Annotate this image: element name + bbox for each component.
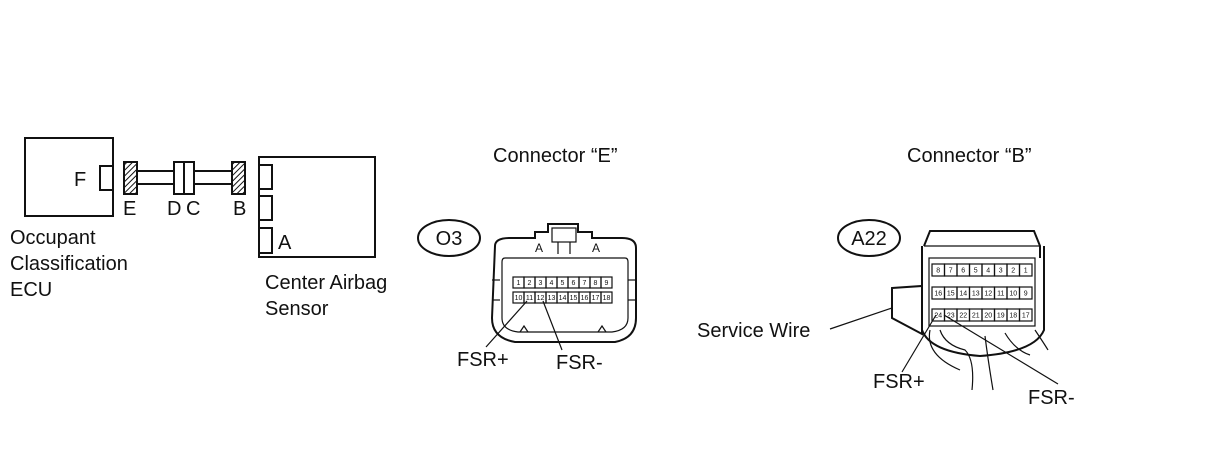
connector-b-pin-label: 3 (999, 268, 1003, 275)
ecu-label-line1: Occupant (10, 227, 96, 249)
ecu-connector-f (99, 165, 114, 191)
sensor-label-line2: Sensor (265, 298, 329, 320)
connector-e-pin-cell (600, 291, 613, 304)
sensor-pin-label: A (278, 232, 292, 254)
connector-e-pin-label: 3 (539, 280, 543, 287)
connector-e-hatched (123, 161, 138, 195)
connector-b-pin-label: 6 (961, 268, 965, 275)
ecu-label-line2: Classification (10, 253, 128, 275)
connector-b-pin-label: 18 (1009, 313, 1017, 320)
service-wire-label: Service Wire (697, 320, 810, 342)
fsr-minus-leader-e (542, 300, 563, 351)
connector-e-pin-label: 5 (561, 280, 565, 287)
fsr-plus-leader-b (901, 314, 937, 373)
connector-e-pin-label: 15 (570, 295, 578, 302)
connector-b-pin-label: 2 (1011, 268, 1015, 275)
connector-b-fsr-minus: FSR- (1028, 387, 1075, 409)
connector-e-latch (551, 227, 577, 243)
service-wire-leader (829, 307, 893, 330)
connector-b-fsr-plus: FSR+ (873, 371, 925, 393)
connector-b-pin-label: 9 (1024, 291, 1028, 298)
connector-b-pin-label: 11 (997, 291, 1004, 298)
connector-b-face (928, 257, 1036, 327)
connector-b-pin-label: 4 (986, 268, 990, 275)
connector-b-pin-label: 16 (934, 291, 942, 298)
connector-e-pin-label: 10 (515, 295, 523, 302)
connector-b-pin-label: 15 (947, 291, 955, 298)
connector-e-mark-left: A (535, 241, 543, 255)
connector-e-pin-label: 17 (592, 295, 600, 302)
connector-b-code-badge (837, 219, 901, 257)
service-wire-probe (891, 284, 923, 336)
connector-e-pin-label: 9 (605, 280, 609, 287)
fsr-plus-leader-e (485, 300, 528, 348)
connector-e-pin-label: 8 (594, 280, 598, 287)
connector-b-pin-label: 14 (959, 291, 967, 298)
connector-e-title: Connector “E” (493, 145, 618, 167)
connector-b-pin-label: 23 (947, 313, 955, 320)
ecu-pin-label: F (74, 169, 86, 191)
sensor-label-line1: Center Airbag (265, 272, 387, 294)
connector-b-pin-cell (1018, 286, 1033, 300)
connector-e-label: E (123, 198, 136, 220)
connector-b-pin-label: 7 (949, 268, 953, 275)
ecu-label-line3: ECU (10, 279, 52, 301)
fsr-minus-leader-b (943, 314, 1059, 385)
connector-b-pin-label: 17 (1022, 313, 1030, 320)
connector-b-hatched (231, 161, 246, 195)
connector-e-pin-label: 13 (548, 295, 556, 302)
connector-b-label: B (233, 198, 246, 220)
connector-c-label: C (186, 198, 200, 220)
connector-e-pin-label: 1 (517, 280, 521, 287)
occupant-ecu: F Occupant Classification ECU (10, 137, 128, 301)
connector-d (173, 161, 185, 195)
sensor-connector-a (258, 227, 273, 254)
connector-b-pin-label: 22 (959, 313, 967, 320)
connector-e-pin-label: 7 (583, 280, 587, 287)
connector-b-pin-cell (1018, 263, 1033, 277)
connector-e-pin-label: 14 (559, 295, 567, 302)
connector-b-pin-label: 13 (972, 291, 980, 298)
connector-e-fsr-plus: FSR+ (457, 349, 509, 371)
connector-e-mark-right: A (592, 241, 600, 255)
connector-e-fsr-minus: FSR- (556, 352, 603, 374)
connector-b-pin-label: 20 (984, 313, 992, 320)
center-airbag-sensor: A Center Airbag Sensor (258, 156, 387, 320)
connector-b-code: A22 (851, 228, 887, 250)
connector-b-pin-label: 1 (1024, 268, 1028, 275)
connector-b-pin-label: 8 (936, 268, 940, 275)
connector-b-pin-label: 10 (1009, 291, 1017, 298)
connector-e-code-badge (417, 219, 481, 257)
connector-d-label: D (167, 198, 181, 220)
connector-b-pin-label: 5 (974, 268, 978, 275)
connector-e-pin-label: 18 (603, 295, 611, 302)
connector-e-pin-cell (600, 276, 613, 289)
connector-b-pin-label: 12 (984, 291, 992, 298)
connector-e-pin-label: 4 (550, 280, 554, 287)
connector-b-pin-label: 19 (997, 313, 1005, 320)
connector-e-pin-label: 2 (528, 280, 532, 287)
connector-e-pin-label: 16 (581, 295, 589, 302)
wire-harness: E D C B (123, 161, 246, 220)
connector-b-pin-cell (1018, 308, 1033, 322)
connector-c (183, 161, 195, 195)
connector-e-pin-label: 12 (537, 295, 545, 302)
connector-e-pin-label: 6 (572, 280, 576, 287)
connector-b-pin-label: 24 (934, 313, 942, 320)
connector-b-title: Connector “B” (907, 145, 1032, 167)
connector-b-pin-label: 21 (972, 313, 980, 320)
connector-e-pin-label: 11 (526, 295, 533, 302)
connector-e-code: O3 (436, 228, 463, 250)
